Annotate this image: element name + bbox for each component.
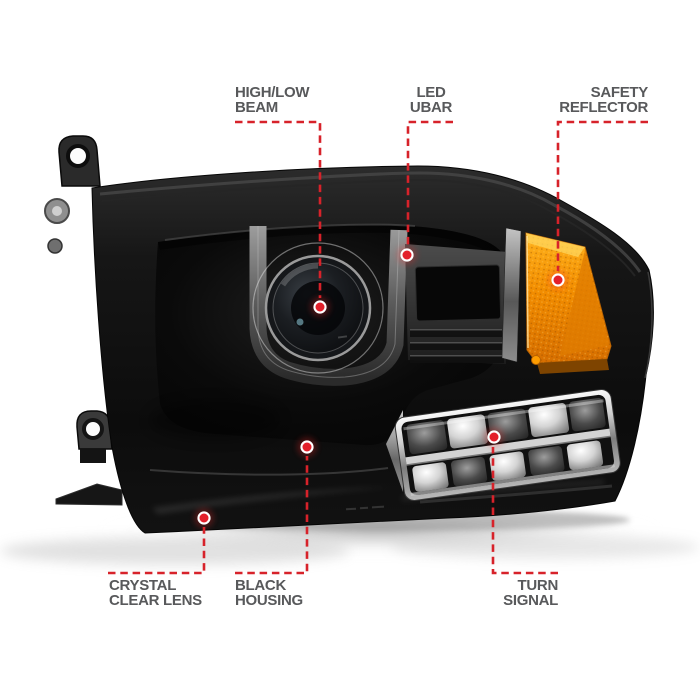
mounting-arm	[55, 483, 123, 506]
label-line: SAFETY	[590, 84, 649, 101]
callout-dot-safety-reflector	[548, 270, 568, 290]
label-line: CLEAR LENS	[109, 591, 202, 609]
callout-dot-crystal-clear-lens	[194, 508, 214, 528]
label-turn-signal: TURN SIGNAL	[503, 577, 559, 609]
mounting-tab-mid	[76, 410, 113, 463]
vent-slats	[410, 329, 504, 363]
label-line: BEAM	[235, 98, 278, 116]
cavity-top-ridge	[164, 223, 416, 241]
led-ubar	[249, 226, 408, 386]
callout-dot-led-ubar	[397, 245, 417, 265]
tab-hole	[66, 144, 90, 168]
label-high-low-beam: HIGH/LOW BEAM	[235, 84, 310, 116]
label-line: SIGNAL	[503, 591, 558, 609]
callout-dots	[194, 245, 568, 528]
embossed-marks	[345, 505, 385, 511]
label-line: BLACK	[235, 577, 286, 594]
callout-line-led-ubar	[406, 120, 453, 247]
safety-reflector-amber	[525, 232, 612, 374]
callout-line-crystal-clear-lens	[108, 527, 206, 575]
label-line: LED	[416, 84, 446, 101]
label-line: CRYSTAL	[109, 577, 177, 594]
label-line: UBAR	[409, 98, 453, 116]
callout-dot-turn-signal	[484, 427, 504, 447]
label-line: REFLECTOR	[559, 98, 648, 116]
adjuster-screw	[44, 198, 70, 254]
label-line: HIGH/LOW	[235, 84, 310, 101]
housing-top-sheen	[99, 171, 653, 379]
cavity-corner-shade	[150, 400, 280, 440]
callout-dot-black-housing	[297, 437, 317, 457]
turn-signal-array	[386, 389, 621, 501]
label-led-ubar: LED UBAR	[406, 84, 456, 116]
label-line: HOUSING	[235, 591, 303, 609]
led-ubar-highlight	[257, 226, 400, 378]
callout-line-safety-reflector	[556, 120, 648, 271]
mounting-tab-top	[58, 135, 101, 187]
label-safety-reflector: SAFETY REFLECTOR	[559, 84, 649, 116]
callout-line-high-low-beam	[235, 120, 322, 298]
lens-speck	[296, 318, 304, 326]
highbeam-pocket	[405, 227, 522, 364]
lens-reflections	[149, 467, 613, 514]
callout-line-turn-signal	[491, 447, 558, 575]
cavity-top-shadow	[158, 224, 503, 262]
label-crystal-clear-lens: CRYSTAL CLEAR LENS	[109, 577, 202, 609]
callout-lines	[108, 120, 648, 575]
tab-hole	[82, 418, 104, 440]
label-line: TURN	[517, 577, 559, 594]
bezel-chrome-bar	[501, 227, 522, 363]
label-black-housing: BLACK HOUSING	[235, 577, 303, 609]
callout-line-black-housing	[235, 456, 309, 575]
callout-dot-high-low-beam	[310, 297, 330, 317]
